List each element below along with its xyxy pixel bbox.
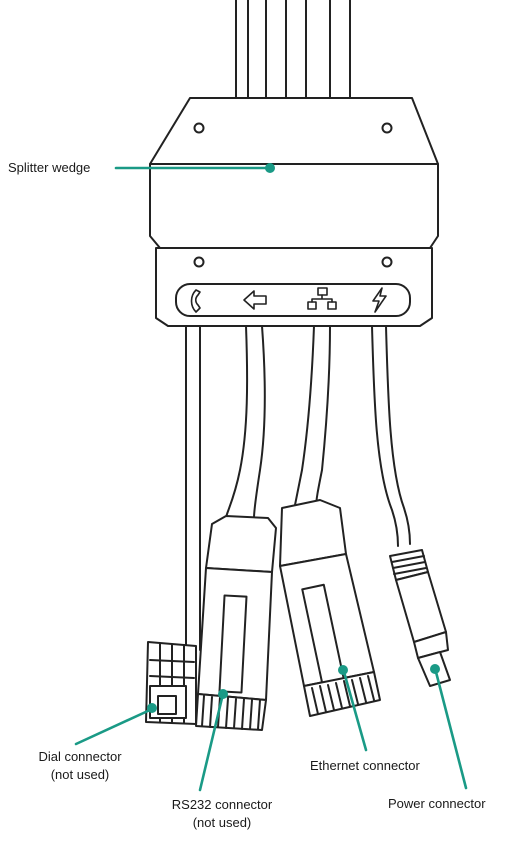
port-block [155, 247, 433, 327]
dial-callout-line [74, 708, 152, 746]
rs232-connector-label-line1: RS232 connector [171, 797, 273, 812]
dial-connector [145, 641, 197, 725]
dial-cable [185, 325, 201, 651]
splitter-wedge-body [149, 97, 439, 249]
rs232-callout-line [198, 696, 224, 792]
rs232-callout-dot [218, 689, 228, 699]
rs232-cable [225, 325, 266, 519]
callout-dots [147, 163, 440, 713]
ethernet-callout-dot [338, 665, 348, 675]
callout-lines [74, 166, 468, 792]
rs232-connector-label-line2: (not used) [192, 815, 252, 830]
ethernet-cable [293, 325, 331, 511]
power-connector [389, 549, 451, 687]
dial-connector-label-line2: (not used) [50, 767, 110, 782]
network-icon [307, 287, 337, 310]
power-connector-label: Power connector [388, 796, 486, 811]
ethernet-callout-line [342, 670, 368, 752]
dial-connector-label-line1: Dial connector [38, 749, 122, 764]
rs232-connector-label: RS232 connector (not used) [160, 796, 284, 832]
power-callout-dot [430, 664, 440, 674]
ethernet-connector [279, 499, 381, 717]
rs232-connector [195, 515, 277, 731]
dial-connector-label: Dial connector (not used) [28, 748, 132, 784]
incoming-cable-bundle [235, 0, 351, 101]
phone-icon [190, 289, 201, 313]
splitter-callout-dot [265, 163, 275, 173]
serial-icon [243, 290, 267, 310]
power-callout-line [434, 670, 468, 790]
ethernet-connector-label: Ethernet connector [310, 758, 420, 773]
power-cable [371, 325, 411, 547]
dial-callout-dot [147, 703, 157, 713]
power-bolt-icon [372, 287, 387, 313]
splitter-wedge-label: Splitter wedge [8, 160, 91, 175]
